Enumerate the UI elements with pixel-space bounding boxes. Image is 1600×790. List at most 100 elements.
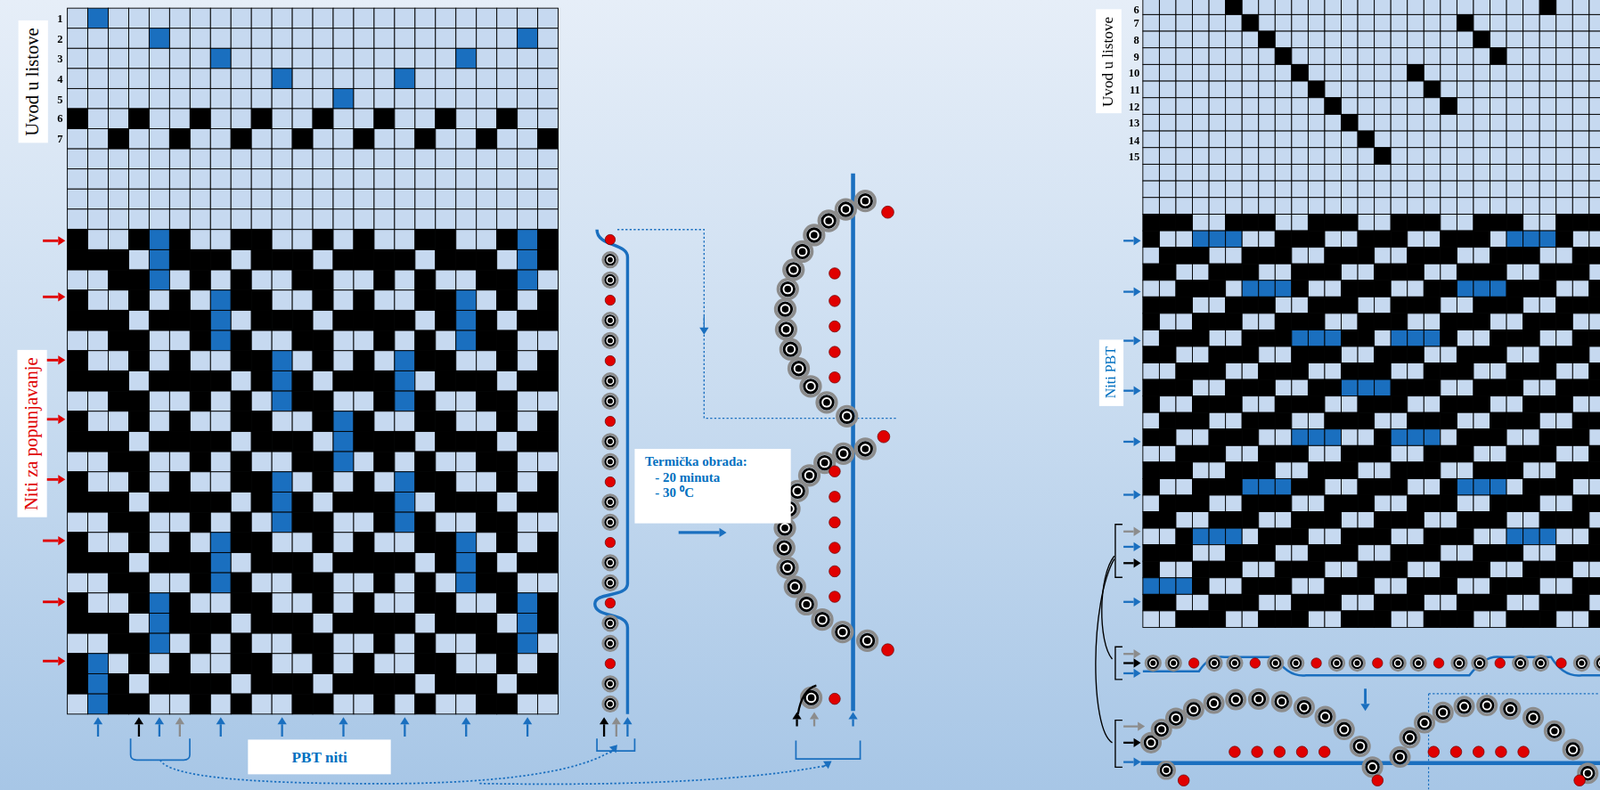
grid-cell: [394, 532, 416, 554]
grid-cell: [148, 88, 170, 109]
grid-cell: [1473, 429, 1491, 447]
grid-cell: [189, 48, 211, 69]
grid-cell: [1523, 296, 1541, 314]
grid-cell: [1159, 329, 1176, 347]
grid-cell: [1390, 214, 1408, 232]
grid-cell: [1423, 478, 1441, 496]
arrow-line: [678, 530, 720, 534]
grid-cell: [1390, 495, 1408, 513]
grid-cell: [1539, 197, 1557, 215]
grid-cell: [1572, 14, 1590, 32]
grid-cell: [1506, 263, 1524, 281]
grid-cell: [292, 108, 313, 130]
grid-cell: [189, 351, 211, 372]
grid-cell: [1440, 363, 1458, 381]
grid-cell: [1142, 478, 1160, 496]
grid-cell: [1456, 495, 1474, 513]
grid-cell: [1341, 429, 1359, 447]
filling-yarn: [829, 542, 841, 555]
grid-cell: [108, 612, 130, 634]
grid-cell: [1159, 396, 1176, 414]
grid-cell: [353, 451, 375, 473]
arrow-head: [57, 415, 66, 425]
grid-cell: [333, 351, 354, 372]
grid-cell: [476, 8, 498, 29]
grid-cell: [353, 148, 375, 170]
grid-cell: [1572, 313, 1590, 331]
grid-cell: [128, 249, 149, 270]
arrow-head: [699, 327, 709, 335]
grid-cell: [148, 431, 170, 452]
grid-cell: [1456, 230, 1474, 248]
grid-cell: [1572, 296, 1590, 314]
grid-cell: [1374, 280, 1392, 298]
grid-cell: [1258, 97, 1276, 115]
grid-cell: [292, 512, 313, 533]
grid-cell: [1241, 313, 1259, 331]
grid-cell: [1274, 48, 1292, 66]
arrow-head: [57, 597, 66, 607]
grid-cell: [1274, 363, 1292, 381]
grid-cell: [1423, 396, 1441, 414]
grid-cell: [374, 351, 395, 372]
grid-cell: [271, 693, 293, 715]
grid-cell: [538, 512, 559, 533]
grid-cell: [1307, 296, 1325, 314]
grid-cell: [292, 612, 313, 634]
grid-cell: [1539, 0, 1557, 15]
grid-cell: [230, 431, 252, 452]
grid-cell: [230, 209, 252, 230]
grid-cell: [1390, 147, 1408, 165]
grid-cell: [67, 653, 89, 675]
grid-cell: [1208, 64, 1226, 82]
grid-cell: [88, 451, 109, 473]
grid-cell: [1159, 363, 1176, 381]
yarn-black: [604, 436, 615, 447]
grid-cell: [1142, 180, 1160, 198]
grid-cell: [333, 512, 354, 533]
grid-cell: [1390, 296, 1408, 314]
grid-cell: [1159, 478, 1176, 496]
grid-cell: [353, 593, 375, 614]
grid-cell: [88, 290, 109, 311]
grid-cell: [169, 290, 190, 311]
grid-cell: [88, 512, 109, 533]
grid-cell: [497, 552, 518, 573]
grid-cell: [1225, 64, 1243, 82]
grid-cell: [1440, 48, 1458, 66]
arrow-head: [848, 711, 858, 719]
grid-cell: [1159, 412, 1176, 430]
yarn-grey: [784, 577, 805, 597]
yarn-grey: [603, 393, 618, 409]
grid-cell: [148, 612, 170, 634]
grid-cell: [497, 229, 518, 251]
grid-cell: [394, 330, 416, 352]
grid-cell: [292, 411, 313, 433]
grid-cell: [230, 68, 252, 90]
grid-cell: [1490, 64, 1508, 82]
grid-cell: [1142, 445, 1160, 463]
grid-cell: [1407, 97, 1425, 115]
grid-cell: [1490, 329, 1508, 347]
arrow-line: [179, 724, 181, 737]
grid-cell: [292, 148, 313, 170]
grid-cell: [538, 593, 559, 614]
grid-cell: [230, 88, 252, 109]
grid-cell: [1556, 396, 1574, 414]
grid-cell: [394, 693, 416, 715]
grid-cell: [1539, 247, 1557, 265]
grid-cell: [1556, 429, 1574, 447]
yarn-black: [604, 254, 615, 265]
grid-cell: [1390, 280, 1408, 298]
yarn-grey: [796, 595, 817, 615]
grid-cell: [88, 351, 109, 372]
arrow-line: [138, 724, 140, 737]
grid-cell: [1324, 445, 1342, 463]
grid-cell: [497, 108, 518, 130]
yarn-grey: [789, 359, 809, 379]
yarn-core: [807, 383, 815, 391]
grid-cell: [435, 229, 457, 251]
grid-cell: [1307, 495, 1325, 513]
grid-cell: [1357, 214, 1375, 232]
grid-cell: [1556, 445, 1574, 463]
